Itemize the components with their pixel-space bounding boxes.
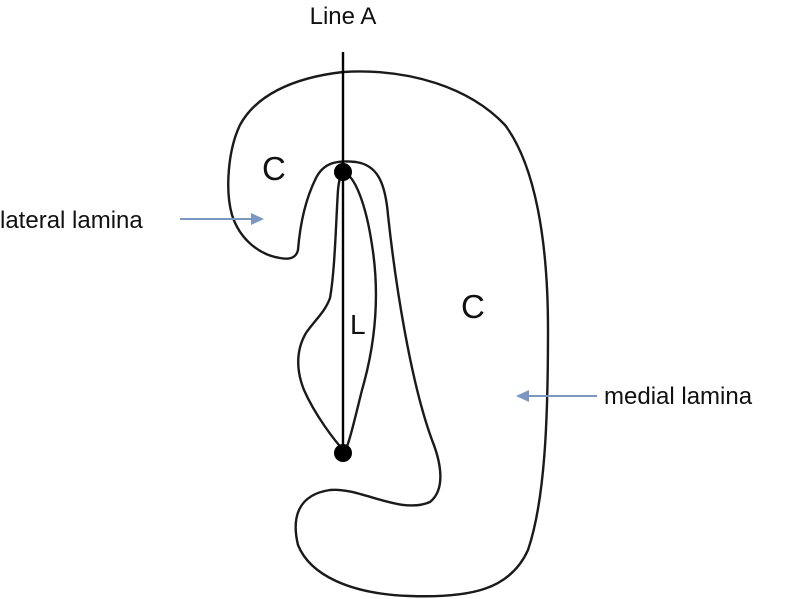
medial-lamina-label: medial lamina <box>604 383 753 410</box>
lateral-lamina-label: lateral lamina <box>0 207 143 234</box>
medial-lamina-arrow <box>516 390 597 402</box>
line-a-top-endpoint <box>334 163 352 181</box>
line-a-bottom-endpoint <box>334 444 352 462</box>
inner-lens-outline <box>297 170 378 454</box>
line-a-label: Line A <box>310 3 377 30</box>
region-l-label: L <box>350 309 366 340</box>
region-c-upper-label: C <box>262 150 286 187</box>
lateral-lamina-arrow <box>180 213 264 225</box>
outer-outline <box>227 70 550 598</box>
region-c-main-label: C <box>461 288 485 325</box>
